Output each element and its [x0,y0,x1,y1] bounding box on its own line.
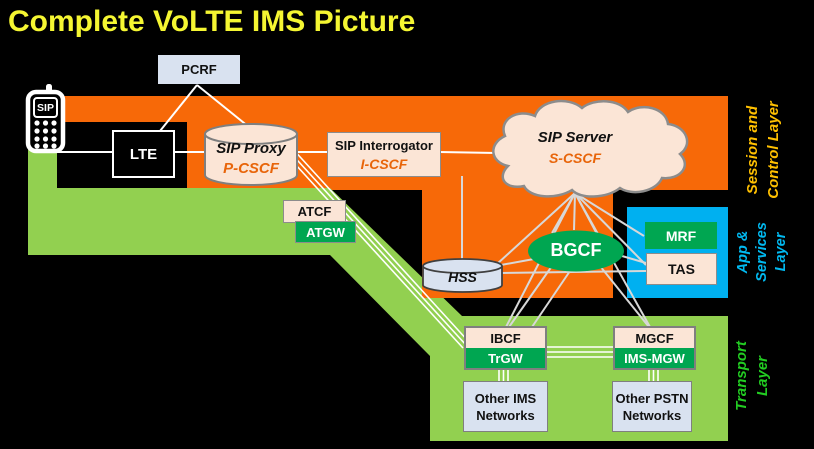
node-bgcf: BGCF [550,240,602,260]
node-tas: TAS [646,253,717,285]
node-other-ims-networks: Other IMS Networks [463,381,548,432]
node-trgw: TrGW [466,348,545,368]
node-mrf: MRF [645,222,717,249]
sip-proxy-title: SIP Proxy [216,140,286,157]
bgcf-ellipse [528,230,624,272]
page-title: Complete VoLTE IMS Picture [8,5,416,38]
session-layer-line1: Session and [744,105,761,195]
node-mgcf: MGCF [615,328,694,348]
app-layer-line2: Services [753,222,770,282]
label-app-services-layer: App & Services Layer [733,202,791,302]
label-session-control-layer: Session and Control Layer [741,90,785,210]
app-layer-line3: Layer [772,232,789,272]
node-atgw: ATGW [295,221,356,243]
sip-phone-icon: SIP [25,84,66,154]
session-layer-line2: Control Layer [765,101,782,199]
other-ims-line1: Other IMS [474,390,537,406]
transport-layer-line2: Layer [754,355,771,397]
sip-proxy-cylinder [204,123,298,186]
gray-links [461,176,651,328]
node-s-cscf: SIP Server S-CSCF [495,127,655,169]
node-ims-mgw: IMS-MGW [615,348,694,368]
other-pstn-line1: Other PSTN [615,390,689,406]
node-ibcf: IBCF [466,328,545,348]
node-atcf: ATCF [283,200,346,223]
hss-cylinder [422,258,503,293]
s-cscf-subtitle: S-CSCF [548,150,602,166]
node-ibcf-trgw: IBCF TrGW [464,326,547,370]
node-lte: LTE [112,130,175,178]
s-cscf-title: SIP Server [537,129,613,146]
app-layer-line1: App & [734,230,751,274]
sip-server-cloud [492,99,689,198]
phone-screen-label: SIP [37,102,54,114]
other-pstn-line2: Networks [622,407,682,423]
transport-layer-line1: Transport [733,341,750,411]
node-sip-proxy: SIP Proxy P-CSCF [203,139,299,179]
sip-proxy-subtitle: P-CSCF [223,160,279,177]
transport-layer-shape [28,147,728,441]
i-cscf-subtitle: I-CSCF [360,155,408,172]
i-cscf-title: SIP Interrogator [334,137,433,153]
label-transport-layer: Transport Layer [731,316,773,436]
node-mgcf-imsmgw: MGCF IMS-MGW [613,326,696,370]
node-pcrf: PCRF [158,55,240,84]
node-hss: HSS [448,269,477,285]
media-path-lines [284,146,659,382]
other-ims-line2: Networks [476,407,535,423]
node-other-pstn-networks: Other PSTN Networks [612,381,692,432]
node-i-cscf: SIP Interrogator I-CSCF [327,132,441,177]
